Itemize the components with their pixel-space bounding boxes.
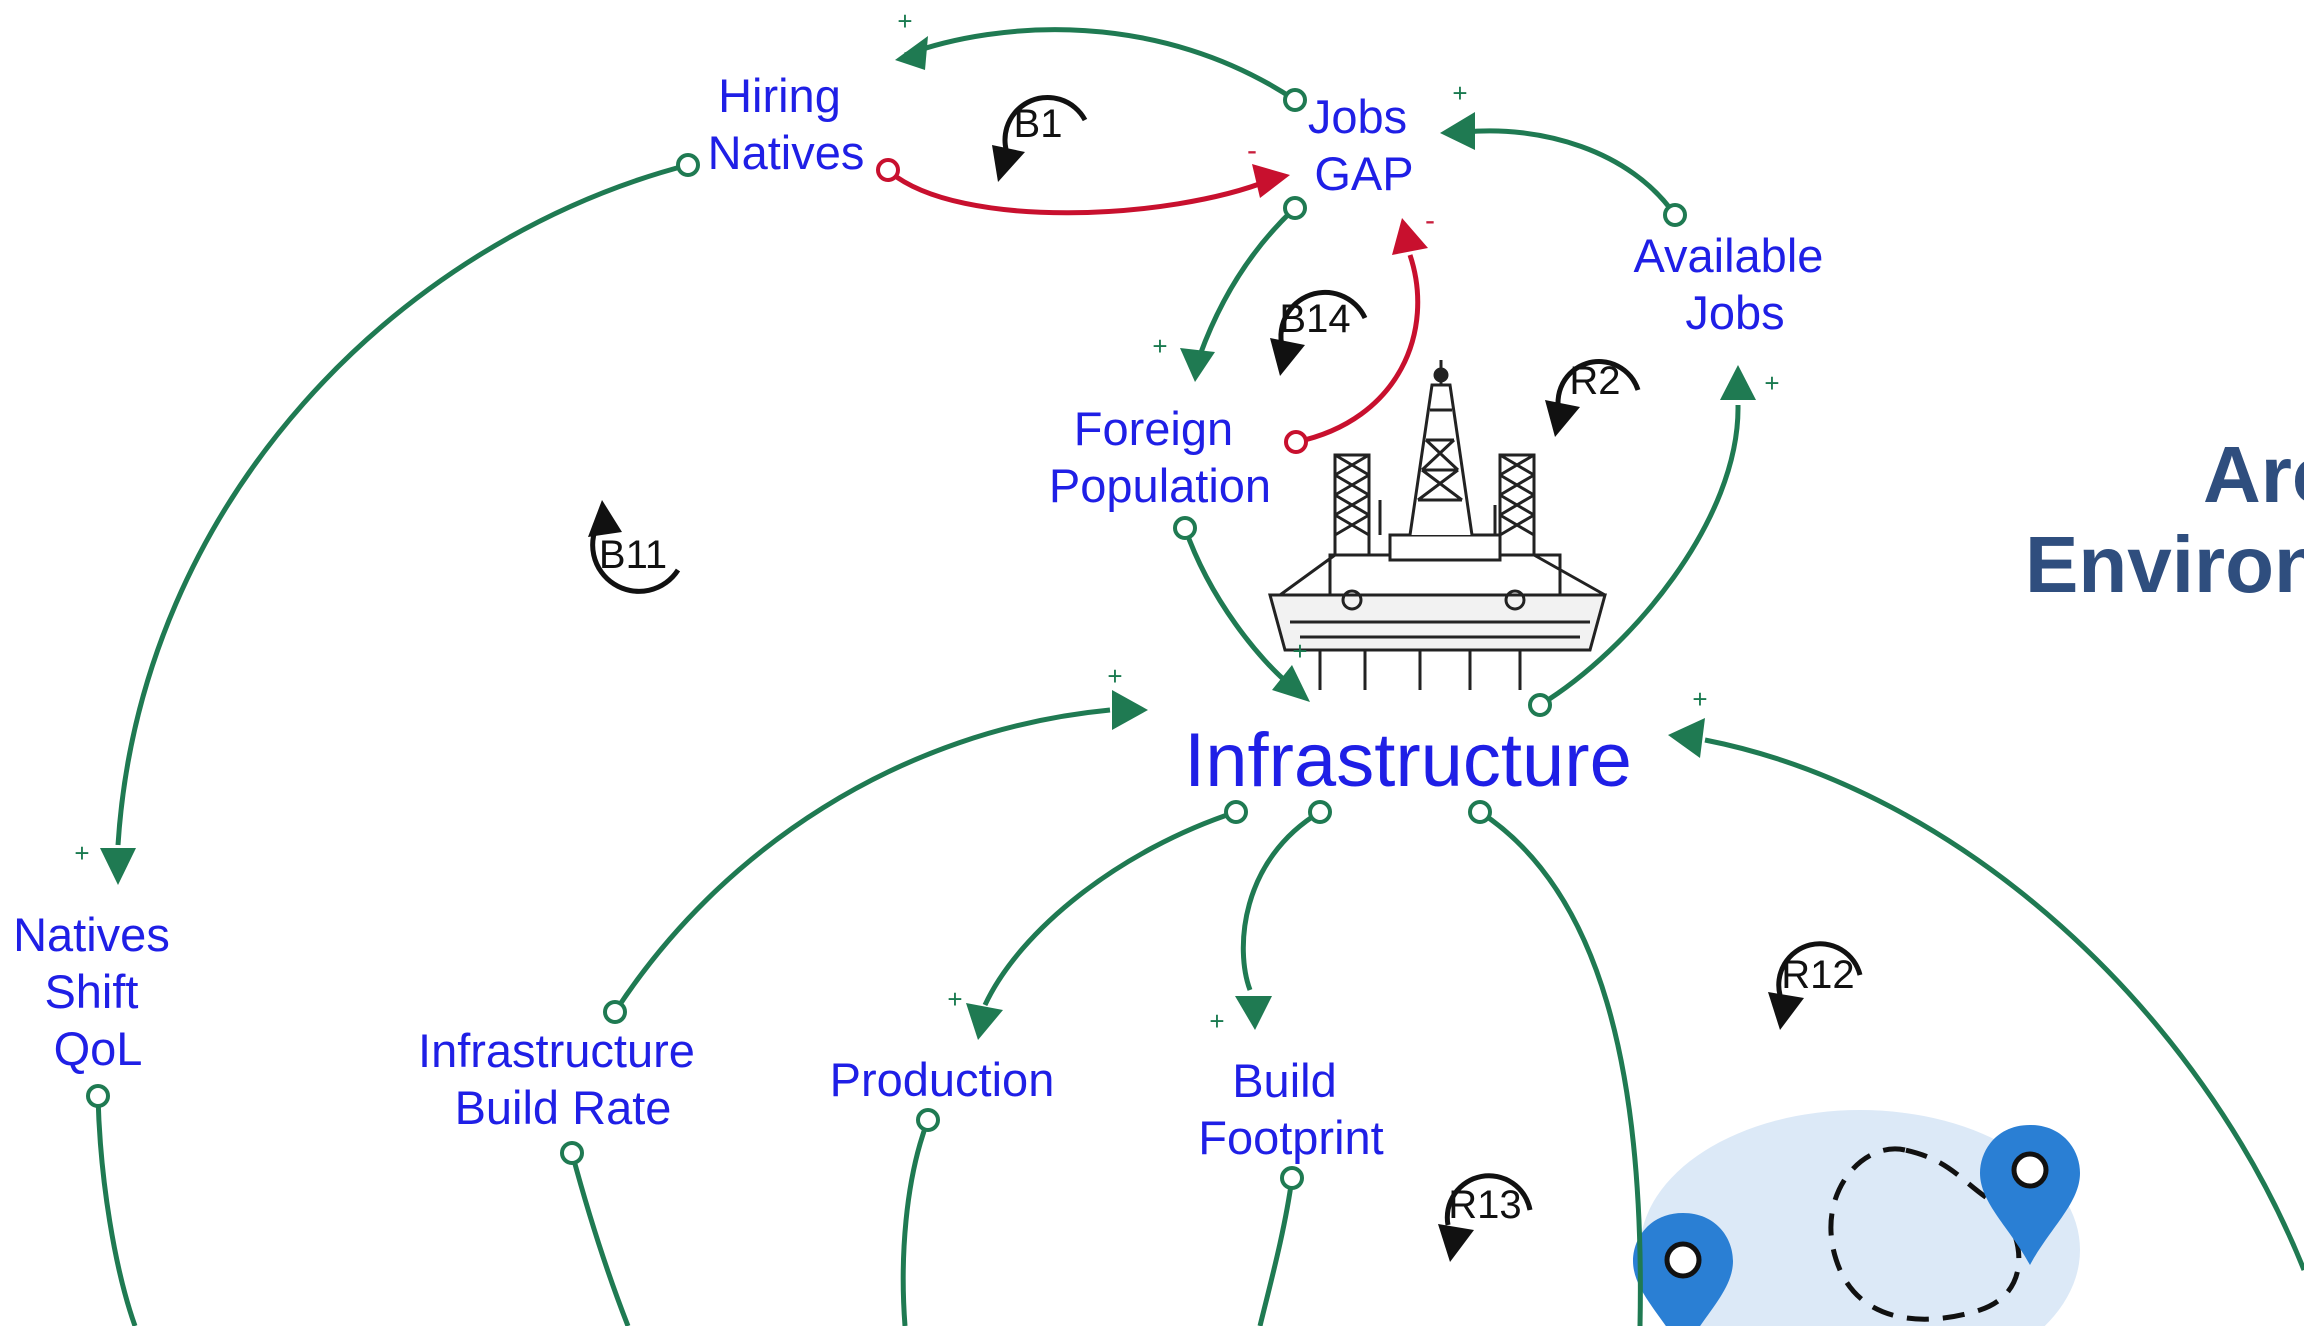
link-polarity-plus: + bbox=[1209, 1006, 1224, 1036]
link-buildrate-down bbox=[569, 1152, 631, 1326]
link-arrowhead bbox=[100, 848, 136, 885]
side-title-line-1: Arc bbox=[2203, 430, 2304, 519]
link-arrowhead bbox=[1440, 112, 1475, 150]
link-jobsgap-to-foreign bbox=[1197, 206, 1297, 356]
variable-build-footprint: Build Footprint bbox=[1198, 1054, 1383, 1164]
causal-links: + - + + - + + + bbox=[74, 6, 2304, 1326]
link-foreign-to-infra bbox=[1182, 527, 1292, 687]
link-polarity-minus: - bbox=[1425, 204, 1435, 237]
loop-marker-b11: B11 bbox=[588, 500, 681, 594]
variable-natives-shift-qol: Natives Shift QoL bbox=[13, 908, 183, 1075]
link-tail bbox=[560, 1141, 584, 1165]
map-pin-icon bbox=[1633, 1213, 1733, 1326]
link-arrowhead bbox=[1112, 690, 1148, 730]
link-tail bbox=[1224, 800, 1248, 824]
link-arrowhead bbox=[1235, 996, 1272, 1030]
link-tail bbox=[1283, 88, 1307, 112]
link-infra-down-right bbox=[1478, 809, 1643, 1326]
loop-label-b1: B1 bbox=[1014, 102, 1063, 146]
side-title: Arc Environ bbox=[2025, 430, 2304, 609]
variable-foreign-population: Foreign Population bbox=[1049, 402, 1271, 512]
loop-label-r13: R13 bbox=[1448, 1183, 1521, 1227]
link-infra-to-available bbox=[1538, 404, 1741, 708]
loop-marker-r13: R13 bbox=[1438, 1173, 1533, 1262]
link-natives-qol-down bbox=[95, 1095, 138, 1326]
link-tail bbox=[1283, 196, 1307, 220]
link-polarity-plus: + bbox=[74, 838, 89, 868]
link-hiring-to-jobsgap bbox=[888, 170, 1271, 216]
route-loop-icon bbox=[1828, 1146, 2022, 1322]
link-polarity-plus: + bbox=[1764, 368, 1779, 398]
variable-hiring-natives: Hiring Natives bbox=[708, 69, 865, 179]
link-tail bbox=[603, 1000, 627, 1024]
loop-marker-b14: B14 bbox=[1270, 289, 1368, 376]
link-arrowhead bbox=[895, 36, 928, 70]
loop-label-r12: R12 bbox=[1781, 953, 1854, 997]
link-arrowhead bbox=[1720, 365, 1756, 400]
link-tail bbox=[916, 1108, 940, 1132]
variable-production: Production bbox=[830, 1053, 1055, 1106]
link-arrowhead bbox=[1180, 348, 1215, 382]
link-available-to-jobsgap bbox=[1464, 128, 1678, 217]
link-tail bbox=[1284, 430, 1308, 454]
loop-marker-r12: R12 bbox=[1768, 941, 1863, 1030]
loop-label-b11: B11 bbox=[599, 533, 667, 577]
variable-infrastructure-build-rate: Infrastructure Build Rate bbox=[418, 1024, 708, 1134]
link-production-down bbox=[900, 1119, 931, 1326]
link-jobsgap-to-hiring bbox=[904, 27, 1297, 103]
link-arrowhead bbox=[1252, 164, 1290, 198]
link-polarity-plus: + bbox=[897, 6, 912, 36]
link-arrowhead bbox=[1392, 218, 1428, 255]
loop-label-r2: R2 bbox=[1569, 359, 1620, 403]
link-infra-to-production bbox=[982, 809, 1237, 1007]
variables: Hiring Natives Jobs GAP Available Jobs F… bbox=[13, 69, 1837, 1164]
variable-available-jobs: Available Jobs bbox=[1634, 229, 1837, 339]
link-arrowhead bbox=[966, 1003, 1003, 1040]
link-tail bbox=[1528, 693, 1552, 717]
oil-rig-icon bbox=[1268, 360, 1607, 690]
link-polarity-plus: + bbox=[1292, 636, 1307, 666]
loop-marker-r2: R2 bbox=[1545, 359, 1641, 437]
link-buildrate-to-infra bbox=[612, 707, 1111, 1014]
link-tail bbox=[1308, 800, 1332, 824]
link-polarity-minus: - bbox=[1247, 134, 1257, 167]
link-polarity-plus: + bbox=[1107, 661, 1122, 691]
variable-infrastructure: Infrastructure bbox=[1184, 718, 1632, 803]
link-polarity-plus: + bbox=[1452, 78, 1467, 108]
link-polarity-plus: + bbox=[1152, 331, 1167, 361]
loop-label-b14: B14 bbox=[1279, 297, 1350, 341]
link-polarity-plus: + bbox=[1692, 684, 1707, 714]
map-illustration bbox=[1633, 1110, 2080, 1326]
link-tail bbox=[1173, 516, 1197, 540]
link-polarity-plus: + bbox=[947, 984, 962, 1014]
loop-marker-b1: B1 bbox=[992, 95, 1088, 182]
link-footprint-down bbox=[1257, 1177, 1295, 1326]
side-title-line-2: Environ bbox=[2025, 520, 2304, 609]
link-tail bbox=[86, 1084, 110, 1108]
link-bottomright-to-infra bbox=[1704, 737, 2304, 1271]
link-tail bbox=[676, 153, 700, 177]
loop-markers: B1 B14 R2 B11 R12 R13 bbox=[588, 95, 1863, 1262]
link-tail bbox=[876, 158, 900, 182]
variable-jobs-gap: Jobs GAP bbox=[1308, 90, 1420, 200]
link-arrowhead bbox=[1668, 718, 1705, 758]
map-pin-icon bbox=[1980, 1125, 2080, 1265]
link-tail bbox=[1663, 203, 1687, 227]
link-infra-to-footprint bbox=[1240, 809, 1322, 991]
link-foreign-to-jobsgap bbox=[1295, 254, 1421, 445]
link-tail bbox=[1280, 1166, 1304, 1190]
link-arrowhead bbox=[1272, 665, 1310, 702]
link-hiring-to-natives-qol bbox=[115, 162, 689, 846]
link-tail bbox=[1468, 800, 1492, 824]
